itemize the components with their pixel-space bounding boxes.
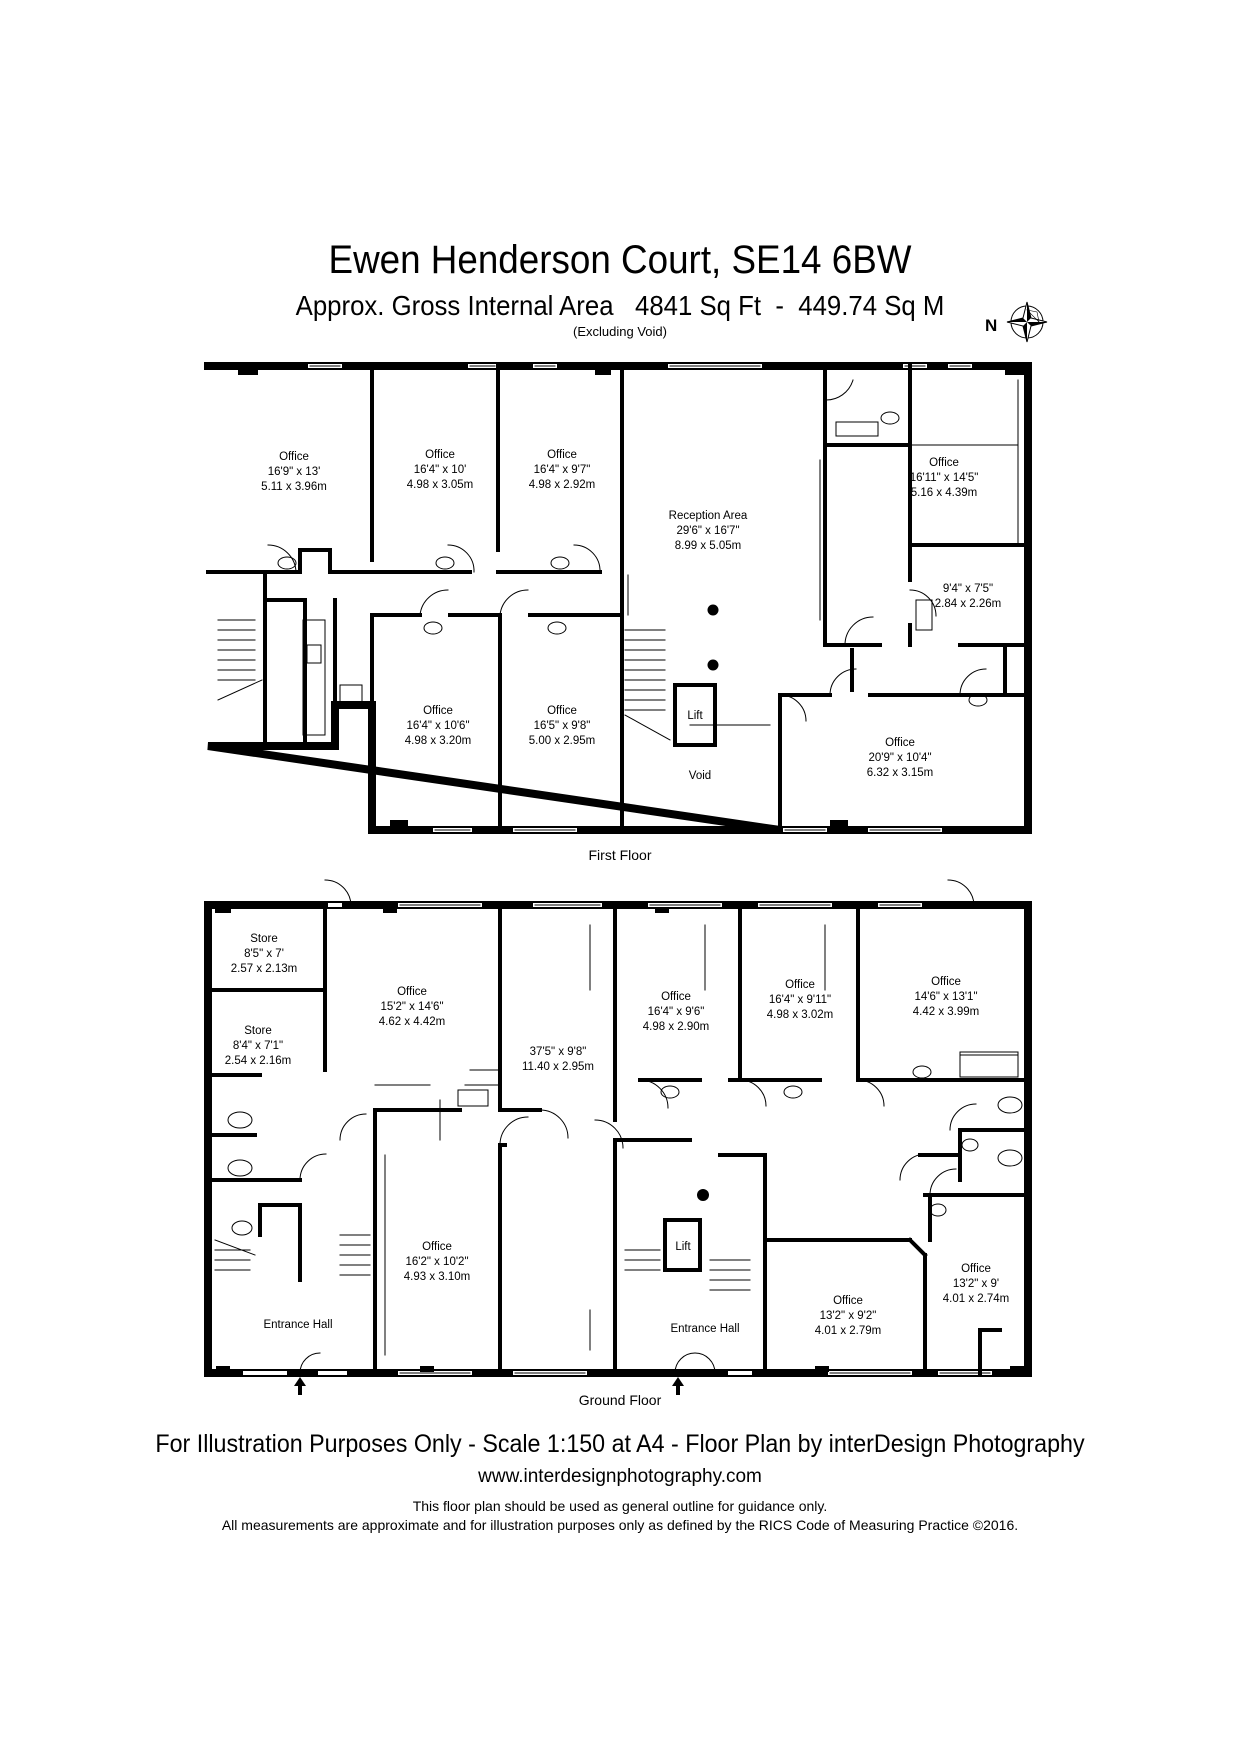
room-dims: 16'4" x 10' bbox=[414, 464, 467, 476]
footer-guidance-note: This floor plan should be used as genera… bbox=[412, 1498, 828, 1514]
ground-floor-caption: Ground Floor bbox=[579, 1392, 662, 1408]
ff-reception: Reception Area 29'6" x 16'7" 8.99 x 5.05… bbox=[669, 510, 748, 552]
compass-star-icon bbox=[1006, 301, 1048, 343]
ff-room-6: 9'4" x 7'5" 2.84 x 2.26m bbox=[935, 583, 1001, 610]
room-dims: 9'4" x 7'5" bbox=[943, 583, 993, 595]
room-name: Office bbox=[931, 976, 961, 988]
room-dims: 37'5" x 9'8" bbox=[530, 1046, 587, 1058]
room-metric: 4.98 x 3.20m bbox=[405, 735, 471, 747]
gf-store-1: Store 8'5" x 7' 2.57 x 2.13m bbox=[231, 933, 297, 975]
ff-room-1: Office 16'9" x 13' 5.11 x 3.96m bbox=[261, 451, 327, 493]
gf-entrance-hall-right: Entrance Hall bbox=[670, 1323, 739, 1335]
plan-title: Ewen Henderson Court, SE14 6BW bbox=[328, 238, 912, 282]
ground-floor-plan bbox=[204, 879, 1032, 1395]
room-metric: 4.98 x 2.90m bbox=[643, 1021, 709, 1033]
room-metric: 2.57 x 2.13m bbox=[231, 963, 297, 975]
room-dims: 16'4" x 9'6" bbox=[648, 1006, 705, 1018]
room-name: Office bbox=[833, 1295, 863, 1307]
room-dims: 20'9" x 10'4" bbox=[868, 752, 931, 764]
area-separator: - bbox=[775, 290, 784, 321]
footer-measurement-note: All measurements are approximate and for… bbox=[221, 1517, 1019, 1533]
room-dims: 15'2" x 14'6" bbox=[380, 1001, 443, 1013]
room-name: Office bbox=[423, 705, 453, 717]
room-name: Office bbox=[929, 457, 959, 469]
north-label: N bbox=[985, 316, 998, 335]
gf-office-4: Office 14'6" x 13'1" 4.42 x 3.99m bbox=[913, 976, 979, 1018]
ff-lift-label: Lift bbox=[687, 710, 703, 722]
gf-office-1: Office 15'2" x 14'6" 4.62 x 4.42m bbox=[379, 986, 445, 1028]
ff-room-5: Office 16'11" x 14'5" 5.16 x 4.39m bbox=[910, 457, 979, 499]
room-name: Reception Area bbox=[669, 510, 748, 522]
ground-floor-labels: Store 8'5" x 7' 2.57 x 2.13m Store 8'4" … bbox=[225, 933, 1009, 1408]
room-metric: 4.62 x 4.42m bbox=[379, 1016, 445, 1028]
room-metric: 4.01 x 2.74m bbox=[943, 1293, 1009, 1305]
room-name: Office bbox=[547, 705, 577, 717]
gf-corridor-room: 37'5" x 9'8" 11.40 x 2.95m bbox=[522, 1046, 594, 1073]
gf-lift-label: Lift bbox=[675, 1241, 691, 1253]
room-name: Store bbox=[244, 1025, 272, 1037]
room-name: Office bbox=[547, 449, 577, 461]
ff-void-label: Void bbox=[689, 770, 711, 782]
area-sqm: 449.74 Sq M bbox=[798, 290, 945, 321]
room-name: Office bbox=[425, 449, 455, 461]
footer-disclaimer: For Illustration Purposes Only - Scale 1… bbox=[155, 1430, 1085, 1458]
room-dims: 29'6" x 16'7" bbox=[676, 525, 739, 537]
room-dims: 16'11" x 14'5" bbox=[910, 472, 979, 484]
room-dims: 8'4" x 7'1" bbox=[233, 1040, 283, 1052]
room-dims: 16'9" x 13' bbox=[268, 466, 321, 478]
room-name: Office bbox=[661, 991, 691, 1003]
gf-office-3: Office 16'4" x 9'11" 4.98 x 3.02m bbox=[767, 979, 833, 1021]
room-metric: 5.11 x 3.96m bbox=[261, 481, 327, 493]
room-metric: 4.98 x 3.05m bbox=[407, 479, 473, 491]
room-name: Store bbox=[250, 933, 278, 945]
first-floor-caption: First Floor bbox=[589, 847, 652, 863]
room-metric: 5.16 x 4.39m bbox=[911, 487, 977, 499]
room-dims: 13'2" x 9' bbox=[953, 1278, 999, 1290]
room-name: Office bbox=[885, 737, 915, 749]
room-metric: 5.00 x 2.95m bbox=[529, 735, 595, 747]
room-metric: 4.98 x 2.92m bbox=[529, 479, 595, 491]
gross-area: Approx. Gross Internal Area 4841 Sq Ft -… bbox=[50, 290, 1191, 322]
room-dims: 16'2" x 10'2" bbox=[405, 1256, 468, 1268]
ff-room-8: Office 16'5" x 9'8" 5.00 x 2.95m bbox=[529, 705, 595, 747]
room-metric: 11.40 x 2.95m bbox=[522, 1061, 594, 1073]
room-name: Office bbox=[422, 1241, 452, 1253]
ff-room-7: Office 16'4" x 10'6" 4.98 x 3.20m bbox=[405, 705, 471, 747]
first-floor-plan bbox=[204, 362, 1032, 834]
room-metric: 2.54 x 2.16m bbox=[225, 1055, 291, 1067]
ff-room-3: Office 16'4" x 9'7" 4.98 x 2.92m bbox=[529, 449, 595, 491]
first-floor-labels: Office 16'9" x 13' 5.11 x 3.96m Office 1… bbox=[261, 449, 1001, 863]
room-dims: 8'5" x 7' bbox=[244, 948, 284, 960]
room-metric: 4.42 x 3.99m bbox=[913, 1006, 979, 1018]
ff-room-9: Office 20'9" x 10'4" 6.32 x 3.15m bbox=[867, 737, 933, 779]
footer-website-link[interactable]: www.interdesignphotography.com bbox=[478, 1466, 762, 1487]
gf-store-2: Store 8'4" x 7'1" 2.54 x 2.16m bbox=[225, 1025, 291, 1067]
room-name: Office bbox=[397, 986, 427, 998]
ff-room-2: Office 16'4" x 10' 4.98 x 3.05m bbox=[407, 449, 473, 491]
room-name: Office bbox=[785, 979, 815, 991]
room-name: Office bbox=[279, 451, 309, 463]
room-dims: 16'4" x 9'11" bbox=[769, 994, 831, 1006]
area-label: Approx. Gross Internal Area bbox=[295, 290, 614, 321]
room-metric: 4.01 x 2.79m bbox=[815, 1325, 881, 1337]
room-dims: 16'5" x 9'8" bbox=[534, 720, 591, 732]
room-dims: 14'6" x 13'1" bbox=[914, 991, 977, 1003]
area-sqft: 4841 Sq Ft bbox=[635, 290, 762, 321]
room-metric: 4.98 x 3.02m bbox=[767, 1009, 833, 1021]
gf-entrance-hall-left: Entrance Hall bbox=[263, 1319, 332, 1331]
excluding-void-note: (Excluding Void) bbox=[573, 324, 667, 339]
room-metric: 6.32 x 3.15m bbox=[867, 767, 933, 779]
gf-office-6: Office 13'2" x 9'2" 4.01 x 2.79m bbox=[815, 1295, 881, 1337]
room-dims: 13'2" x 9'2" bbox=[820, 1310, 877, 1322]
gf-office-7: Office 13'2" x 9' 4.01 x 2.74m bbox=[943, 1263, 1009, 1305]
gf-office-2: Office 16'4" x 9'6" 4.98 x 2.90m bbox=[643, 991, 709, 1033]
room-dims: 16'4" x 9'7" bbox=[534, 464, 591, 476]
room-metric: 8.99 x 5.05m bbox=[675, 540, 741, 552]
room-metric: 2.84 x 2.26m bbox=[935, 598, 1001, 610]
room-name: Office bbox=[961, 1263, 991, 1275]
room-dims: 16'4" x 10'6" bbox=[406, 720, 469, 732]
room-metric: 4.93 x 3.10m bbox=[404, 1271, 470, 1283]
gf-office-5: Office 16'2" x 10'2" 4.93 x 3.10m bbox=[404, 1241, 470, 1283]
